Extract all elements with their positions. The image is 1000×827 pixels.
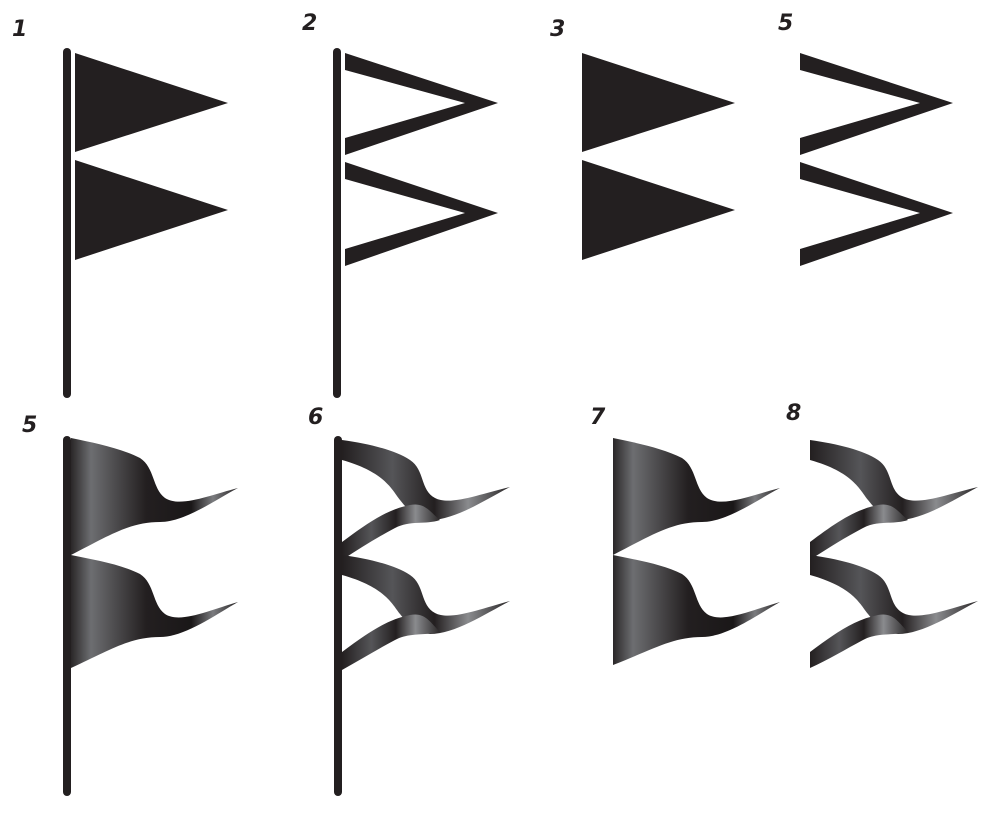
wavy-ribbon-bottom [342,555,510,634]
pennant-bottom [582,160,735,260]
flag-pole [334,436,342,796]
panel-4: 5 [778,11,953,266]
chevron-outline-top [800,53,953,155]
wavy-ribbon-bottom-lower [810,614,908,668]
panel-6: 6 [308,405,510,796]
panel-number: 8 [786,401,801,426]
panel-number: 1 [12,17,27,42]
panel-5: 5 [22,413,238,796]
panel-1: 1 [12,17,228,398]
panel-number: 3 [550,17,565,42]
wavy-pennant-top [613,438,780,555]
flag-pole [63,48,71,398]
panel-number: 7 [590,405,606,430]
panel-number: 5 [22,413,37,438]
chevron-outline-bottom [345,162,498,266]
panel-number: 2 [302,11,317,36]
wavy-pennant-top [71,438,238,555]
flag-pole [333,48,341,398]
wavy-pennant-bottom [71,555,238,668]
wavy-ribbon-top-lower [810,504,908,560]
pennant-top [75,53,228,152]
wavy-ribbon-top [342,440,510,520]
panel-2: 2 [302,11,498,398]
panel-number: 5 [778,11,793,36]
panel-number: 6 [308,405,323,430]
pennant-bottom [75,160,228,260]
wavy-ribbon-bottom-lower [342,614,440,670]
panel-3: 3 [550,17,735,260]
chevron-outline-top [345,53,498,155]
wavy-ribbon-top [810,440,978,520]
flag-pole [63,436,71,796]
panel-7: 7 [590,405,780,665]
panel-8: 8 [786,401,978,668]
wavy-ribbon-top-lower [342,504,440,560]
wavy-ribbon-bottom [810,555,978,634]
wavy-pennant-bottom [613,555,780,665]
chevron-outline-bottom [800,162,953,266]
pennant-top [582,53,735,152]
